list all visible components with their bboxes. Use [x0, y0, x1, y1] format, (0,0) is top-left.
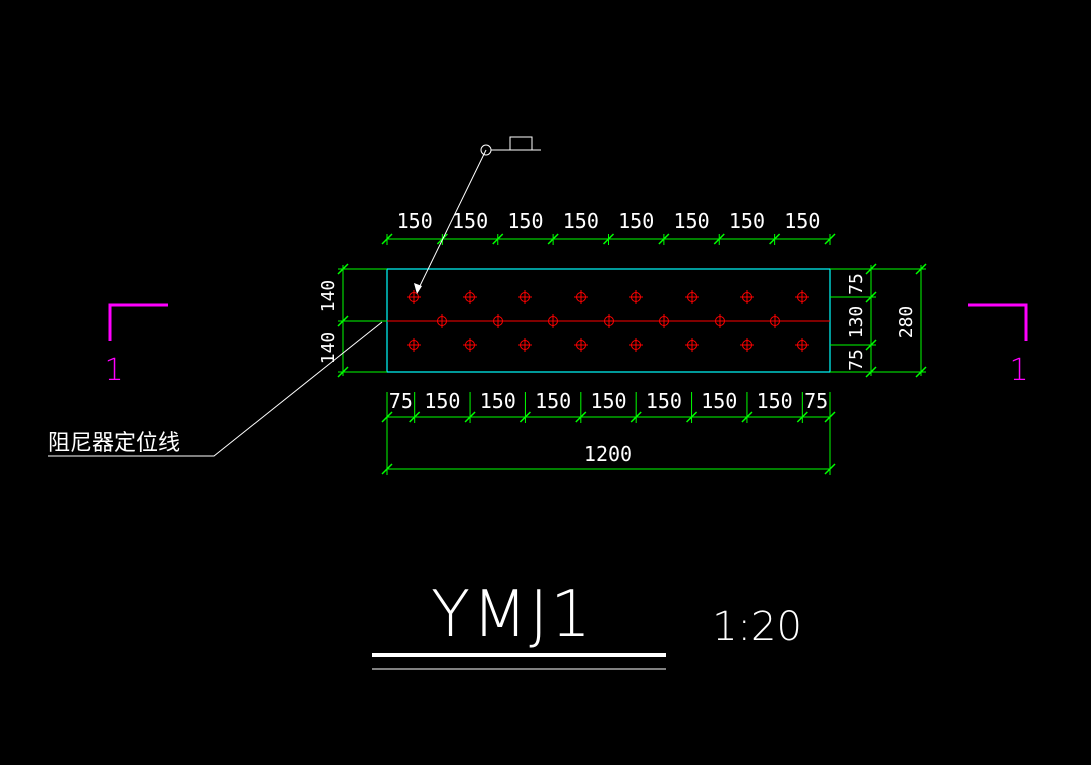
- bottom-dim-label-8: 75: [804, 389, 828, 413]
- top-dim-label-5: 150: [674, 209, 710, 233]
- top-dimension-chain: 150 150 150 150 150 150 150 150: [381, 209, 836, 245]
- section-mark-right-number: 1: [1009, 353, 1028, 388]
- bolt-hole-4: [629, 290, 643, 304]
- bolt-hole-3: [574, 290, 588, 304]
- bolt-hole-10: [546, 314, 560, 328]
- bolt-hole-group: [407, 290, 809, 352]
- bottom-dim-label-0: 75: [389, 389, 413, 413]
- drawing-scale: 1:20: [712, 604, 802, 650]
- bolt-hole-15: [407, 338, 421, 352]
- section-mark-left: 1: [104, 303, 168, 388]
- section-mark-right: 1: [968, 303, 1029, 388]
- top-dim-label-2: 150: [507, 209, 543, 233]
- top-dim-label-4: 150: [618, 209, 654, 233]
- bolt-hole-20: [685, 338, 699, 352]
- bottom-dim-label-1: 150: [424, 389, 460, 413]
- overall-width-label: 1200: [584, 442, 632, 466]
- right-dim-overall: 280: [896, 306, 917, 339]
- bolt-hole-14: [768, 314, 782, 328]
- damper-locating-line-label: 阻尼器定位线: [48, 431, 180, 456]
- right-dim-top: 75: [846, 273, 867, 295]
- bolt-hole-18: [574, 338, 588, 352]
- bolt-hole-8: [435, 314, 449, 328]
- bolt-callout: [414, 136, 541, 294]
- bolt-hole-22: [795, 338, 809, 352]
- bottom-dim-label-3: 150: [535, 389, 571, 413]
- bolt-hole-0: [407, 290, 421, 304]
- top-dim-label-7: 150: [784, 209, 820, 233]
- bolt-hole-17: [518, 338, 532, 352]
- right-dim-middle: 130: [846, 306, 867, 339]
- bottom-dim-label-6: 150: [701, 389, 737, 413]
- top-dim-label-6: 150: [729, 209, 765, 233]
- top-dim-label-1: 150: [452, 209, 488, 233]
- overall-dimension: 1200: [381, 418, 836, 475]
- top-dim-label-3: 150: [563, 209, 599, 233]
- drawing-title: YMJ1: [431, 578, 593, 652]
- bolt-hole-16: [463, 338, 477, 352]
- top-dim-label-0: 150: [397, 209, 433, 233]
- bolt-hole-5: [685, 290, 699, 304]
- left-dim-upper: 140: [318, 280, 339, 313]
- bolt-hole-13: [713, 314, 727, 328]
- bolt-hole-12: [657, 314, 671, 328]
- bolt-hole-7: [795, 290, 809, 304]
- section-mark-left-number: 1: [104, 353, 123, 388]
- bolt-hole-11: [602, 314, 616, 328]
- bolt-hole-21: [740, 338, 754, 352]
- bottom-dim-label-4: 150: [590, 389, 626, 413]
- bolt-hole-2: [518, 290, 532, 304]
- left-dimension-chain: 140 140: [318, 263, 387, 378]
- bolt-hole-6: [740, 290, 754, 304]
- bottom-dim-label-2: 150: [480, 389, 516, 413]
- title-block: YMJ1 1:20: [372, 578, 802, 670]
- damper-leader: 阻尼器定位线: [48, 321, 383, 457]
- bottom-dim-label-5: 150: [646, 389, 682, 413]
- bolt-hole-19: [629, 338, 643, 352]
- right-dim-bottom: 75: [846, 349, 867, 371]
- bolt-hole-1: [463, 290, 477, 304]
- bolt-hole-9: [491, 314, 505, 328]
- left-dim-lower: 140: [318, 332, 339, 365]
- right-dimension-chain: 75 130 75 280: [830, 263, 927, 378]
- bottom-dimension-chain: 75 150 150 150 150 150 150 150 75: [381, 389, 836, 423]
- bottom-dim-label-7: 150: [757, 389, 793, 413]
